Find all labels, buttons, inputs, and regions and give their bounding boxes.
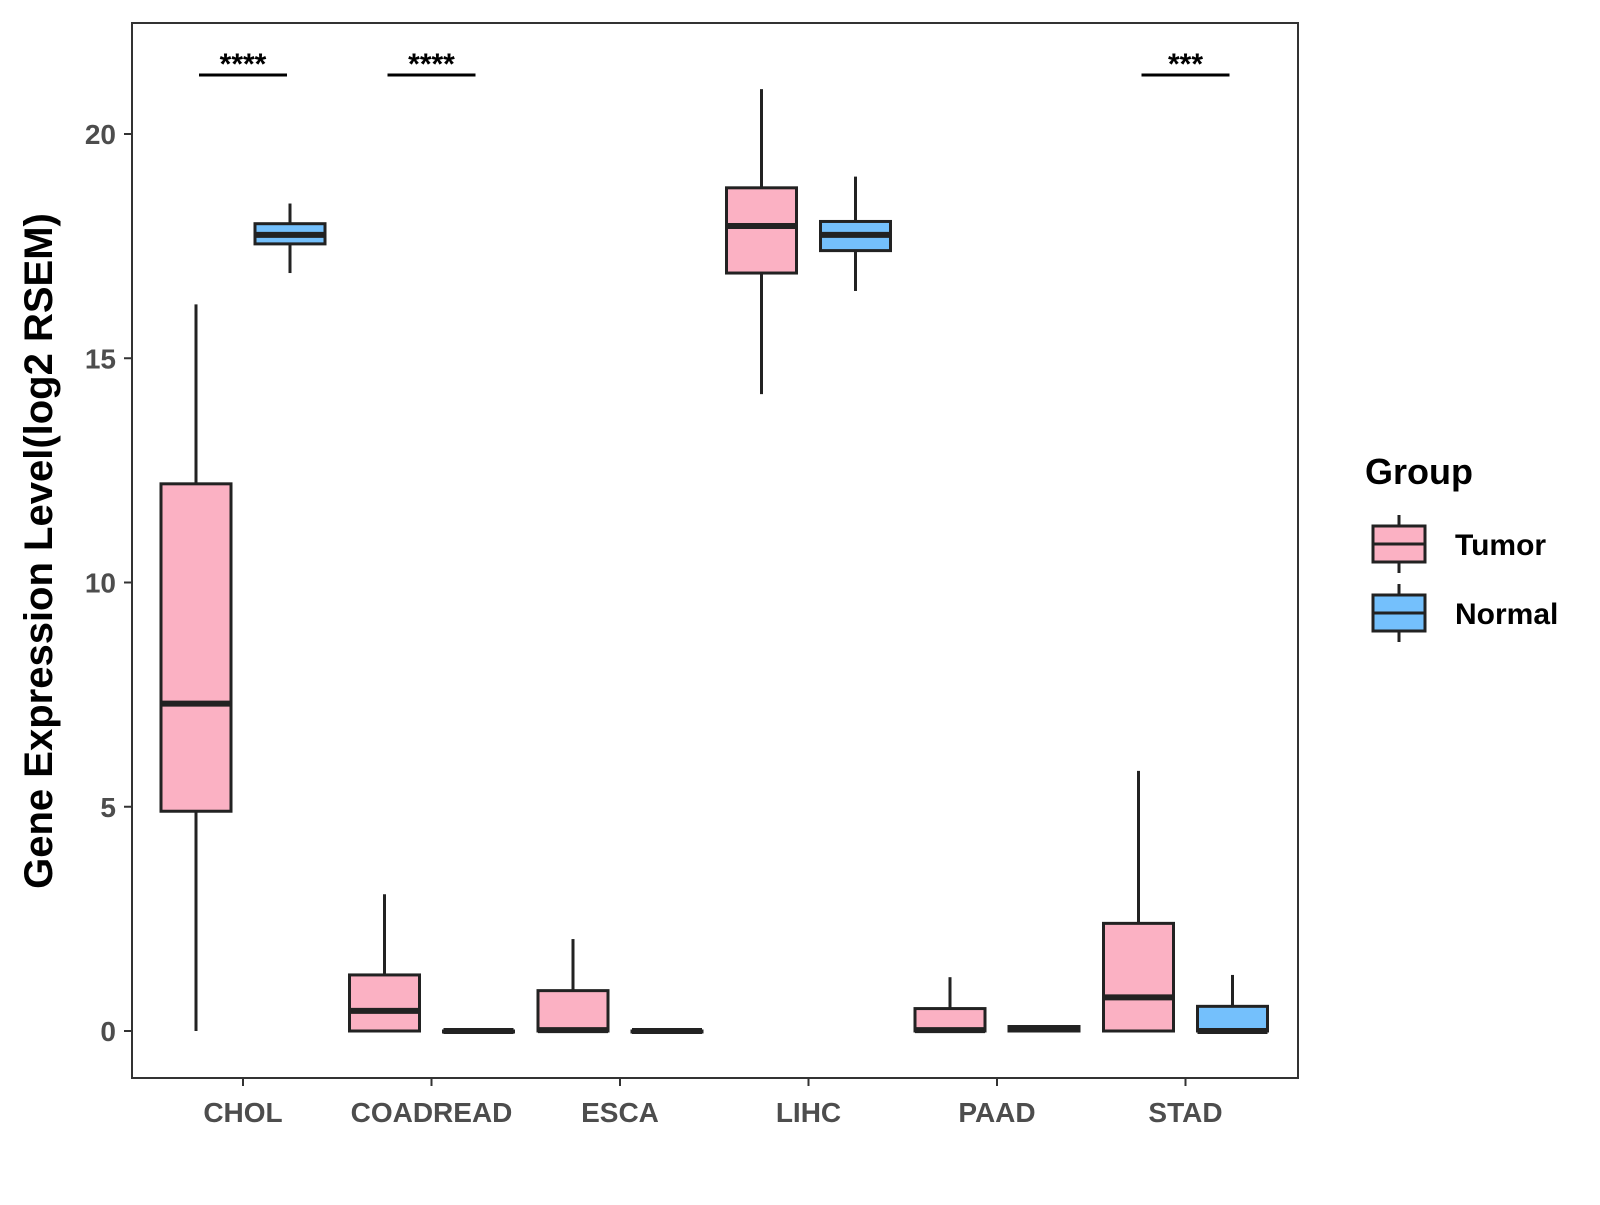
- legend-label: Tumor: [1455, 529, 1546, 562]
- box-iqr: [536, 989, 610, 1033]
- legend-label: Normal: [1455, 598, 1558, 631]
- box-normal-lihc: [819, 176, 892, 291]
- box-tumor-paad: [913, 977, 987, 1034]
- y-axis: 0 5 10 15 20: [85, 119, 132, 1047]
- box-iqr: [1196, 1004, 1269, 1033]
- x-tick-label: STAD: [1148, 1097, 1222, 1128]
- significance-label: ****: [220, 48, 267, 81]
- significance-label: ***: [1168, 48, 1203, 81]
- significance-label: ****: [408, 48, 455, 81]
- box-normal-stad: [1196, 974, 1269, 1034]
- x-tick-label: ESCA: [581, 1097, 659, 1128]
- box-tumor-esca: [536, 939, 610, 1034]
- box-normal-coadread: [442, 1028, 515, 1034]
- x-tick-label: COADREAD: [351, 1097, 513, 1128]
- box-iqr: [1102, 921, 1175, 1033]
- y-tick-label: 20: [85, 119, 116, 150]
- box-normal-esca: [630, 1028, 704, 1034]
- box-tumor-chol: [159, 304, 233, 1031]
- significance-group: ***********: [199, 48, 1230, 81]
- plot-panel: [131, 22, 1299, 1079]
- box-iqr: [159, 482, 233, 813]
- box-group: [159, 89, 1269, 1034]
- x-tick-label: LIHC: [776, 1097, 841, 1128]
- y-tick-label: 0: [100, 1016, 116, 1047]
- y-tick-label: 15: [85, 343, 116, 374]
- x-tick-label: PAAD: [958, 1097, 1035, 1128]
- y-tick-label: 5: [100, 792, 116, 823]
- x-tick-label: CHOL: [203, 1097, 282, 1128]
- legend-item-normal: Normal: [1371, 584, 1558, 642]
- box-tumor-stad: [1102, 770, 1175, 1033]
- legend-title: Group: [1365, 451, 1473, 492]
- box-tumor-lihc: [725, 89, 798, 395]
- y-tick-label: 10: [85, 568, 116, 599]
- box-iqr: [725, 186, 798, 275]
- box-tumor-coadread: [348, 894, 421, 1033]
- box-normal-paad: [1007, 1025, 1081, 1033]
- box-iqr: [348, 973, 421, 1033]
- x-axis: CHOL COADREAD ESCA LIHC PAAD STAD: [203, 1078, 1223, 1128]
- legend-item-tumor: Tumor: [1371, 515, 1546, 573]
- box-normal-chol: [253, 203, 327, 274]
- y-axis-title: Gene Expression Level(log2 RSEM): [17, 213, 61, 889]
